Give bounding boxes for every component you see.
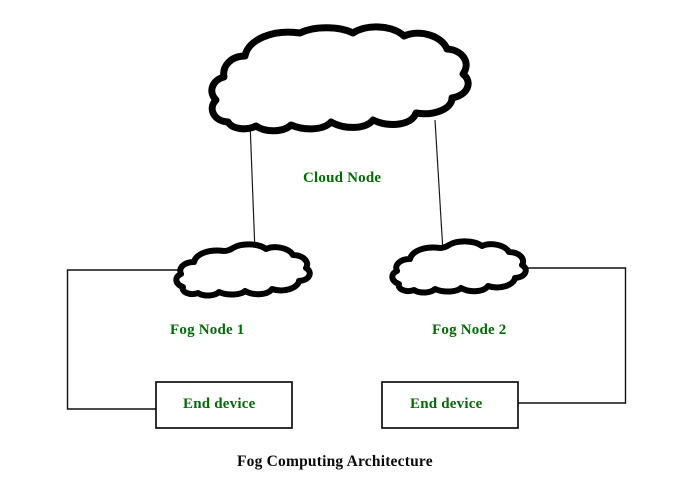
end-device-1-label: End device [183,396,256,412]
connector-cloud-to-fog-node-1 [249,121,256,253]
fog-node-1-icon [173,241,313,299]
connector-cloud-to-fog-node-2 [434,119,444,253]
diagram-caption: Fog Computing Architecture [237,453,433,470]
fog-node-2-label: Fog Node 2 [432,322,507,338]
end-device-2-label: End device [410,396,483,412]
fog-node-2-icon [389,238,529,296]
connector-fog-node-1-to-end-device-1 [66,269,183,410]
fog-node-1-label: Fog Node 1 [170,322,245,338]
connector-fog-node-2-to-end-device-2 [512,267,627,404]
cloud-node-icon [208,23,472,135]
end-device-1-box [155,381,293,429]
end-device-2-box [381,381,519,429]
cloud-node-label: Cloud Node [303,170,382,186]
